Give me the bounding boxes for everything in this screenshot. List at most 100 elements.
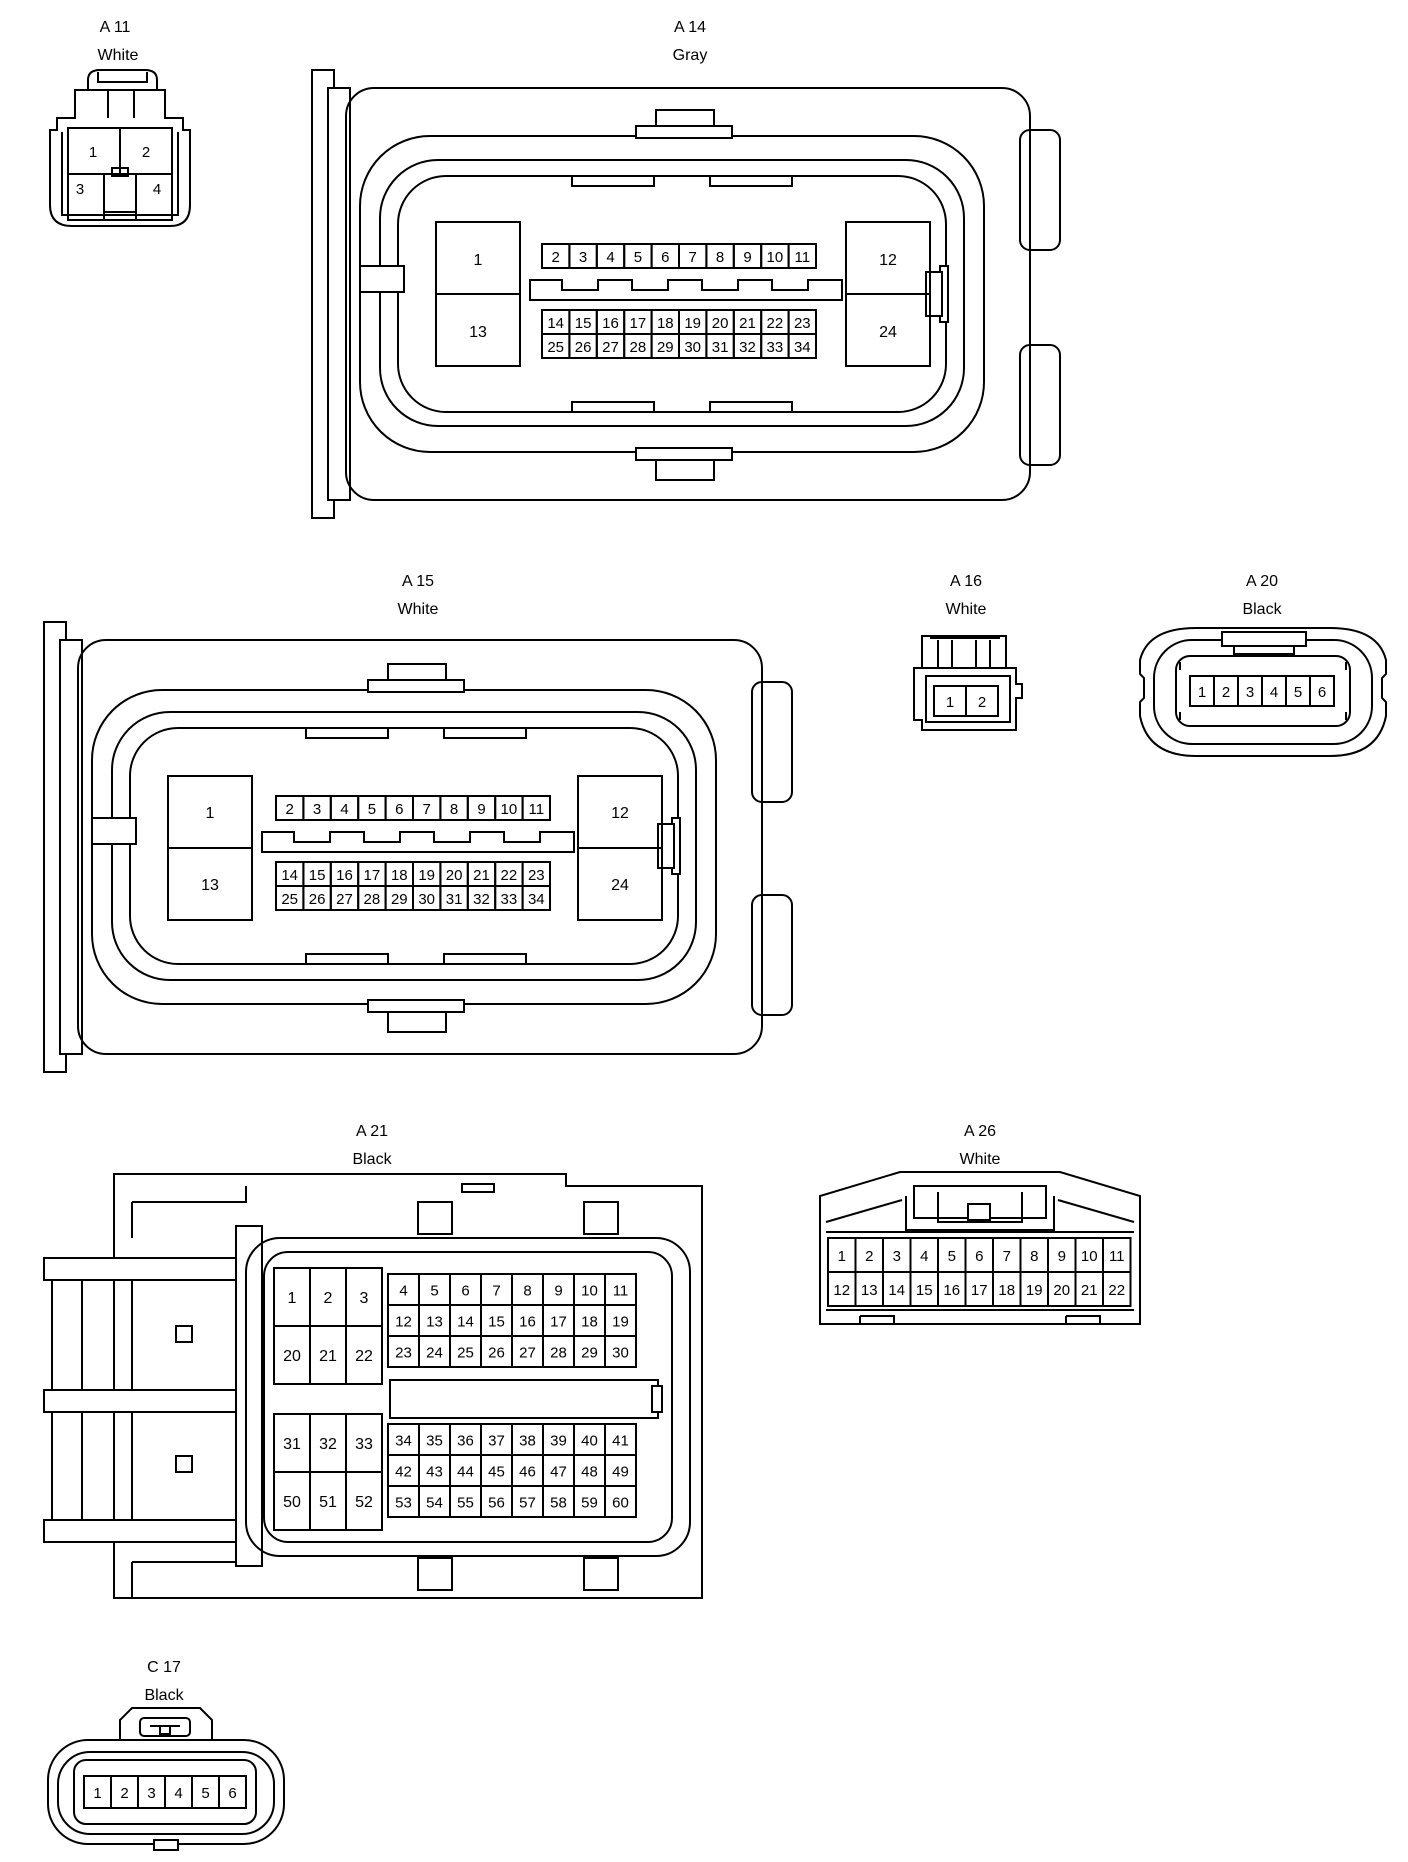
connector-a26-code: A 26 (964, 1123, 996, 1140)
pin-label: 26 (309, 891, 326, 908)
pin-label: 8 (1030, 1248, 1038, 1265)
pin-label: 4 (606, 249, 614, 266)
pin-label: 36 (457, 1433, 474, 1450)
pin-cell (435, 293, 521, 367)
pin-label: 2 (142, 144, 150, 161)
pin-label: 3 (579, 249, 587, 266)
pin-label: 12 (395, 1314, 412, 1331)
pin-label: 21 (1081, 1282, 1098, 1299)
pin-label: 4 (153, 181, 161, 198)
pin-label: 6 (395, 801, 403, 818)
pin-cell (67, 173, 105, 221)
connector-a15-color: White (398, 601, 439, 618)
pin-label: 3 (76, 181, 84, 198)
pin-label: 5 (201, 1785, 209, 1802)
pin-label: 43 (426, 1464, 443, 1481)
pin-label: 1 (89, 144, 97, 161)
pin-label: 18 (998, 1282, 1015, 1299)
pin-label: 30 (612, 1345, 629, 1362)
pin-label: 7 (492, 1283, 500, 1300)
connector-a16-housing (913, 635, 1023, 731)
pin-label: 30 (684, 339, 701, 356)
pin-label: 18 (657, 315, 674, 332)
pin-label: 51 (319, 1494, 337, 1511)
connector-a16-color: White (946, 601, 987, 618)
pin-label: 13 (469, 324, 487, 341)
pin-label: 20 (1053, 1282, 1070, 1299)
pin-label: 1 (474, 252, 483, 269)
pin-cell (845, 293, 931, 367)
pin-label: 1 (288, 1290, 297, 1307)
pin-label: 26 (575, 339, 592, 356)
connector-a26-color: White (960, 1151, 1001, 1168)
pin-label: 17 (971, 1282, 988, 1299)
pin-label: 35 (426, 1433, 443, 1450)
pin-label: 49 (612, 1464, 629, 1481)
pin-label: 28 (550, 1345, 567, 1362)
pin-cell (577, 847, 663, 921)
pin-label: 4 (1270, 684, 1278, 701)
pin-cell (787, 333, 817, 359)
pin-label: 16 (519, 1314, 536, 1331)
pin-label: 14 (888, 1282, 905, 1299)
pin-label: 12 (611, 805, 629, 822)
pin-label: 50 (283, 1494, 301, 1511)
pin-label: 6 (1318, 684, 1326, 701)
pin-label: 52 (355, 1494, 373, 1511)
pin-label: 7 (1003, 1248, 1011, 1265)
pin-label: 34 (395, 1433, 412, 1450)
pin-label: 12 (879, 252, 897, 269)
pin-cell (345, 1471, 383, 1531)
pin-label: 5 (430, 1283, 438, 1300)
connector-a11-color: White (98, 47, 139, 64)
pin-label: 21 (319, 1348, 337, 1365)
pin-label: 12 (833, 1282, 850, 1299)
connector-a15: A 15 White (43, 573, 793, 1073)
pin-label: 18 (391, 867, 408, 884)
pin-label: 37 (488, 1433, 505, 1450)
pin-cell (965, 685, 999, 717)
pin-label: 20 (446, 867, 463, 884)
pin-label: 13 (861, 1282, 878, 1299)
pin-label: 2 (865, 1248, 873, 1265)
pin-label: 9 (743, 249, 751, 266)
pin-label: 8 (716, 249, 724, 266)
pin-label: 32 (319, 1436, 337, 1453)
pin-label: 45 (488, 1464, 505, 1481)
pin-label: 31 (712, 339, 729, 356)
pin-label: 16 (336, 867, 353, 884)
pin-label: 5 (948, 1248, 956, 1265)
connector-a21-color: Black (352, 1151, 392, 1168)
pin-cell (521, 795, 551, 821)
pin-label: 1 (946, 694, 954, 711)
pin-cell (604, 1335, 637, 1368)
connector-a20-color: Black (1242, 601, 1282, 618)
pin-label: 18 (581, 1314, 598, 1331)
pin-label: 29 (657, 339, 674, 356)
pin-label: 14 (547, 315, 564, 332)
pin-label: 53 (395, 1495, 412, 1512)
pin-label: 8 (450, 801, 458, 818)
pin-label: 59 (581, 1495, 598, 1512)
pin-cell (1102, 1271, 1132, 1307)
pin-label: 24 (879, 324, 897, 341)
pin-label: 6 (228, 1785, 236, 1802)
pin-label: 10 (767, 249, 784, 266)
pin-label: 5 (368, 801, 376, 818)
pin-label: 10 (1081, 1248, 1098, 1265)
pin-label: 28 (364, 891, 381, 908)
pin-label: 46 (519, 1464, 536, 1481)
pin-label: 3 (360, 1290, 369, 1307)
pin-label: 1 (206, 805, 215, 822)
pin-label: 6 (461, 1283, 469, 1300)
pin-label: 16 (943, 1282, 960, 1299)
